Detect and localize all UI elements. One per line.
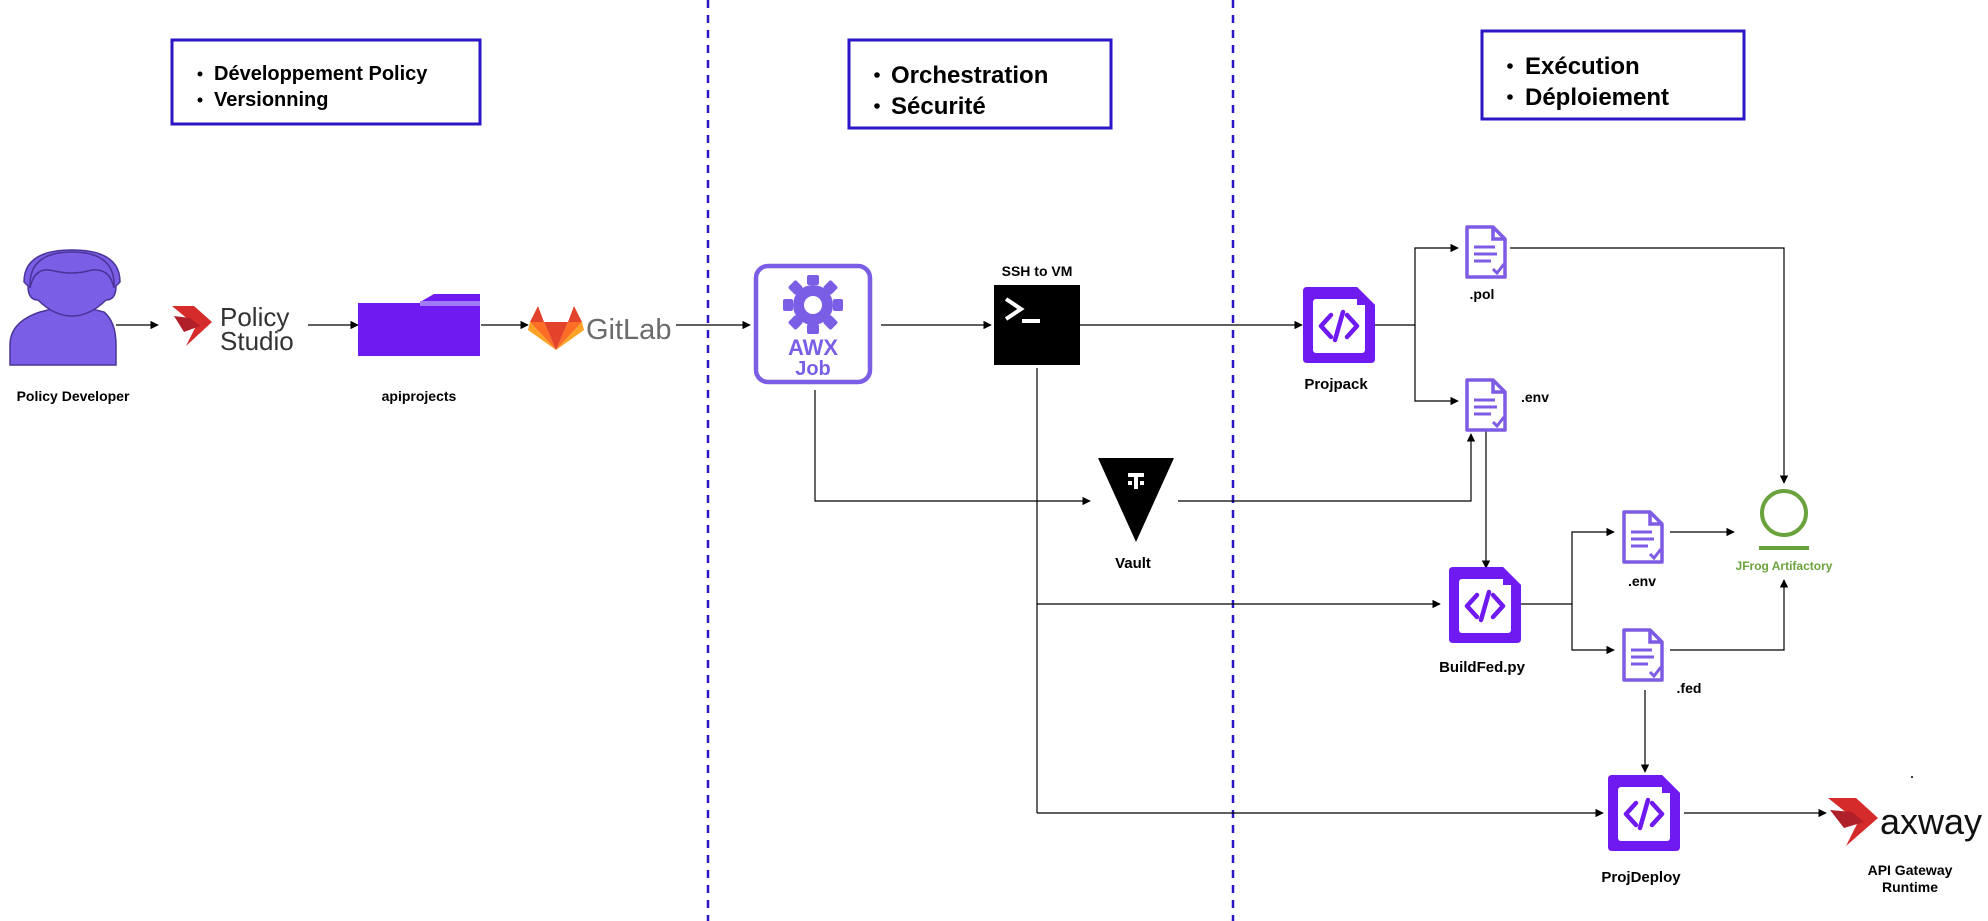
pol-file-node: .pol: [1465, 225, 1507, 302]
policy-studio-node: Policy Studio: [172, 302, 294, 356]
zone-item: Versionning: [214, 89, 328, 111]
zone-item: Exécution: [1525, 53, 1640, 80]
user-icon: [9, 249, 121, 366]
awx-label: AWX: [788, 335, 838, 360]
ssh-terminal-node: SSH to VM: [994, 263, 1080, 365]
zone-box-orchestration: Orchestration Sécurité: [847, 38, 1113, 130]
jfrog-label: JFrog Artifactory: [1736, 559, 1833, 573]
document-icon: [1465, 378, 1507, 432]
fed-file-node: .fed: [1622, 628, 1702, 696]
policy-studio-label: Policy: [220, 302, 289, 332]
env2-label: .env: [1628, 573, 1656, 589]
awx-label: Job: [795, 358, 831, 380]
axway-logo-icon: [172, 306, 212, 346]
env2-file-node: .env: [1622, 510, 1664, 589]
zone-box-execution: Exécution Déploiement: [1480, 29, 1746, 121]
api-gateway-node: axway API Gateway Runtime: [1828, 776, 1982, 895]
api-gateway-label: Runtime: [1882, 879, 1938, 895]
awx-job-node: AWX Job: [753, 263, 873, 385]
env-label: .env: [1521, 389, 1549, 405]
code-file-icon: [1303, 287, 1375, 363]
zone-item: Déploiement: [1525, 84, 1669, 111]
gitlab-label: GitLab: [586, 314, 671, 346]
document-icon: [1622, 628, 1664, 682]
policy-developer-label: Policy Developer: [17, 388, 130, 404]
ssh-label: SSH to VM: [1002, 263, 1073, 279]
terminal-icon: [994, 285, 1080, 365]
projpack-label: Projpack: [1304, 376, 1368, 393]
axway-label: axway: [1880, 801, 1982, 842]
vault-label: Vault: [1115, 555, 1151, 572]
zone-item: Développement Policy: [214, 63, 428, 85]
gitlab-node: GitLab: [528, 306, 671, 350]
policy-developer-node: Policy Developer: [9, 249, 130, 404]
env-file-node: .env: [1465, 378, 1549, 432]
folder-icon: [358, 294, 480, 356]
jfrog-artifactory-node: JFrog Artifactory: [1736, 489, 1833, 573]
fed-label: .fed: [1677, 680, 1702, 696]
zone-box-development: Développement Policy Versionning: [170, 38, 482, 126]
axway-logo-icon: [1828, 798, 1878, 846]
vault-icon: [1098, 458, 1174, 542]
buildfed-node: BuildFed.py: [1439, 567, 1526, 676]
projdeploy-node: ProjDeploy: [1601, 775, 1681, 886]
pol-label: .pol: [1470, 286, 1495, 302]
vault-node: Vault: [1098, 458, 1174, 572]
projpack-node: Projpack: [1303, 287, 1375, 393]
code-file-icon: [1449, 567, 1521, 643]
connectors: [116, 243, 1827, 818]
gitlab-logo-icon: [528, 306, 584, 350]
projdeploy-label: ProjDeploy: [1601, 869, 1681, 886]
gear-icon: [783, 275, 843, 334]
policy-studio-label: Studio: [220, 326, 294, 356]
zone-item: Orchestration: [891, 62, 1048, 89]
apiprojects-label: apiprojects: [382, 388, 457, 404]
document-icon: [1622, 510, 1664, 564]
jfrog-icon: [1760, 489, 1808, 537]
buildfed-label: BuildFed.py: [1439, 659, 1525, 676]
zone-item: Sécurité: [891, 93, 986, 120]
api-gateway-label: API Gateway: [1868, 862, 1953, 878]
document-icon: [1465, 225, 1507, 279]
code-file-icon: [1608, 775, 1680, 851]
apiprojects-node: apiprojects: [358, 294, 480, 404]
